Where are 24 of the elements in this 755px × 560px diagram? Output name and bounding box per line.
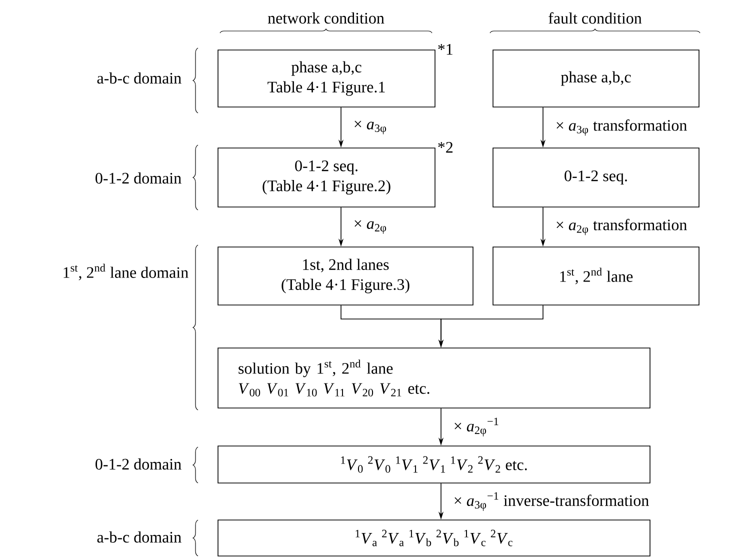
domain-label: 0-1-2 domain <box>96 458 182 470</box>
edge-label: × a$_{2φ}$ <box>354 220 386 234</box>
domain-label: a-b-c domain <box>97 72 182 84</box>
domain-label: a-b-c domain <box>97 531 182 543</box>
process-box: 0-1-2 seq. (Table 4·1 Figure.2) <box>218 148 436 208</box>
domain-label: 1$^{st}$, 2$^{nd}$ lane domain <box>64 264 188 280</box>
process-box: $^{1}$V$_{a}$ $^{2}$V$_{a}$ $^{1}$V$_{b}$ $^{2}$V$_{b}$ $^{1}$V$_{c}$ $^{2}$V$_{c}$ <box>218 520 650 556</box>
edge-label: × a$_{3φ}$ transformation <box>556 119 687 136</box>
process-box: 0-1-2 seq. <box>492 148 700 208</box>
column-heading: fault condition <box>548 12 642 24</box>
edge-label: × a$_{2φ}$−1 <box>454 418 498 436</box>
process-box: 1$^{st}$, 2$^{nd}$ lane <box>492 246 700 306</box>
footnote-mark: *2 <box>438 142 453 153</box>
process-box: phase a,b,c <box>492 50 700 108</box>
process-box: phase a,b,c Table 4·1 Figure.1 <box>218 50 436 108</box>
edge-label: × a$_{2φ}$ transformation <box>556 218 687 236</box>
column-heading: network condition <box>268 12 384 24</box>
footnote-mark: *1 <box>438 44 452 55</box>
process-box: 1st, 2nd lanes (Table 4·1 Figure.3) <box>218 246 474 306</box>
process-box: solution by 1$^{st}$, 2$^{nd}$ lane V$_{00}$ V$_{01}$ V$_{10}$ V$_{11}$ V$_{20}$ V$_{21}$ etc. <box>218 348 650 408</box>
domain-label: 0-1-2 domain <box>96 172 182 184</box>
process-box: $^{1}$V$_{0}$ $^{2}$V$_{0}$ $^{1}$V$_{1}$ $^{2}$V$_{1}$ $^{1}$V$_{2}$ $^{2}$V$_{2}$ etc. <box>218 446 650 484</box>
edge-label: × a$_{3φ}$$^{−1}$ inverse-transformation <box>454 492 649 511</box>
edge-label: × a$_{3φ}$ <box>354 120 386 134</box>
